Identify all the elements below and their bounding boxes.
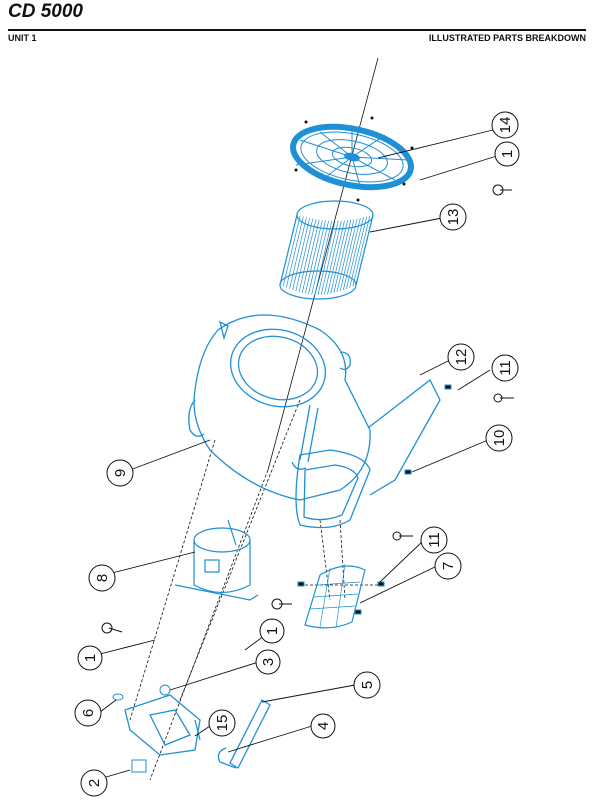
svg-text:13: 13 [445,209,462,226]
svg-text:7: 7 [440,562,457,570]
svg-text:15: 15 [214,715,231,732]
base-plate-part [124,694,201,756]
callout-1-top: 1 [494,141,520,167]
callout-4: 4 [310,713,336,739]
leader-lines [95,129,501,781]
rod-part [217,699,271,769]
svg-text:1: 1 [264,627,281,635]
motor-part [174,519,259,601]
header-rule [8,29,586,31]
svg-text:3: 3 [260,658,277,666]
callout-10: 10 [485,424,513,452]
svg-text:11: 11 [426,532,443,548]
callout-6: 6 [74,699,102,727]
callouts: 14 1 13 12 11 10 9 11 [74,111,520,797]
basket-filter-part [304,563,366,629]
screw-icons [101,184,514,634]
callout-14: 14 [491,111,519,139]
grille-ring-part [290,116,414,202]
svg-text:6: 6 [80,709,97,717]
svg-text:10: 10 [491,430,508,447]
callout-2: 2 [80,769,108,797]
section-label: ILLUSTRATED PARTS BREAKDOWN [428,33,586,43]
svg-text:11: 11 [497,360,514,376]
callout-5: 5 [353,671,381,699]
callout-11-lower: 11 [420,526,448,554]
callout-3: 3 [255,649,281,675]
callout-11-upper: 11 [491,354,519,382]
callout-9: 9 [106,459,134,487]
callout-12: 12 [447,343,475,371]
svg-text:12: 12 [453,349,470,366]
svg-text:9: 9 [112,469,129,477]
svg-text:5: 5 [359,681,376,689]
axis-lines [129,57,380,781]
svg-text:8: 8 [94,574,111,582]
svg-text:1: 1 [82,654,99,662]
svg-text:14: 14 [497,117,514,134]
callout-1-left: 1 [77,645,103,671]
callout-15: 15 [208,709,236,737]
svg-text:1: 1 [499,150,516,158]
callout-8: 8 [88,564,116,592]
unit-label: UNIT 1 [8,33,37,43]
motor-housing-part [188,314,441,529]
svg-text:4: 4 [315,722,332,730]
callout-13: 13 [439,203,467,231]
callout-7: 7 [434,552,462,580]
page-title: CD 5000 [8,1,83,22]
callout-1-right: 1 [259,618,285,644]
svg-text:2: 2 [86,779,103,787]
filter-cylinder-part [279,200,374,300]
hardware-parts [112,384,452,773]
